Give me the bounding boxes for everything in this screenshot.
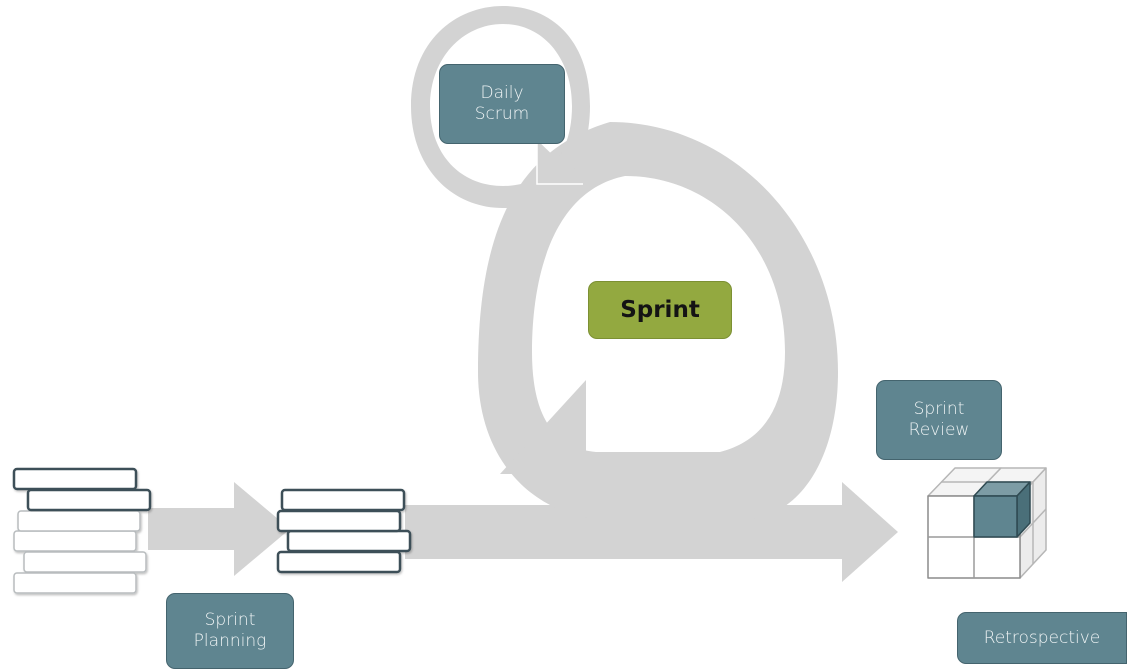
sprint-planning-text: Sprint Planning [193, 610, 267, 651]
retrospective-label: Retrospective [957, 612, 1127, 664]
increment-cube-icon [927, 467, 1047, 579]
sprint-cycle-arrowhead [500, 380, 586, 474]
daily-scrum-label: Daily Scrum [439, 64, 565, 144]
sprint-cycle-ring [478, 122, 838, 520]
sprint-review-label: Sprint Review [876, 380, 1002, 460]
sprint-label: Sprint [588, 281, 732, 339]
product-backlog-stack-icon [12, 467, 152, 594]
sprint-backlog-stack-icon [276, 488, 412, 574]
daily-scrum-arrowhead-edge [536, 140, 583, 185]
planning-arrow [148, 482, 290, 576]
sprint-review-text: Sprint Review [908, 399, 970, 440]
retrospective-text: Retrospective [983, 627, 1101, 648]
daily-scrum-text: Daily Scrum [474, 83, 530, 124]
daily-scrum-arrowhead [537, 140, 583, 184]
sprint-planning-label: Sprint Planning [166, 593, 294, 669]
sprint-text: Sprint [620, 296, 700, 323]
